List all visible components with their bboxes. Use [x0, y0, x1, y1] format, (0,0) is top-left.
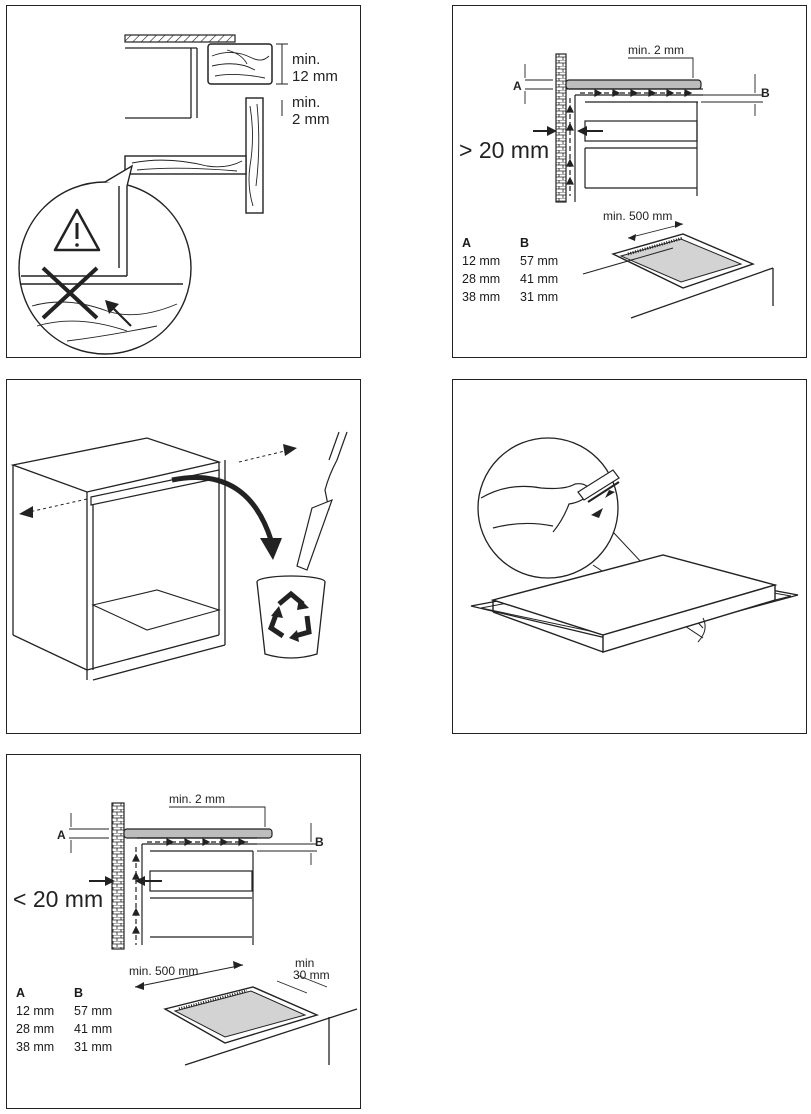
illustration-cabinet [10, 431, 348, 681]
warning-triangle-icon [53, 208, 101, 252]
side-30mm-label: 30 mm [293, 968, 330, 982]
dim-2mm: 2 mm [292, 111, 330, 128]
gap-label: > 20 mm [459, 137, 549, 163]
label-a: A [57, 828, 66, 842]
panel-remove-shelf [6, 379, 361, 734]
gap-arrows [89, 876, 162, 886]
label-b: B [761, 86, 770, 100]
label-b: B [315, 835, 324, 849]
panel-wood-sealing: min. 12 mm min. 2 mm [6, 5, 361, 358]
table-head-a: A [16, 986, 26, 1000]
min-2mm-label: min. 2 mm [169, 792, 225, 806]
illustration-ventilation-small: < 20 mm A B min. 2 mm min. 500 mm min 30… [13, 792, 358, 1066]
panel-seal-strip [452, 379, 807, 734]
cutout-label: min. 500 mm [129, 964, 198, 978]
side-min-label: min [295, 956, 314, 970]
recycle-icon [267, 590, 312, 642]
gap-arrows [533, 126, 603, 136]
cross-icon [41, 266, 99, 320]
panel-ventilation-over-20mm: > 20 mm A B min. 2 mm min. 500 mm A B 12 … [452, 5, 807, 358]
dim-min-bottom: min. [292, 94, 320, 111]
gap-label: < 20 mm [13, 886, 103, 912]
arrow-icon [105, 300, 132, 327]
min-2mm-label: min. 2 mm [628, 43, 684, 57]
label-a: A [513, 79, 522, 93]
dim-12mm: 12 mm [292, 68, 338, 85]
illustration-wood: min. 12 mm min. 2 mm [18, 34, 338, 355]
cutout-label: min. 500 mm [603, 209, 672, 223]
table-head-b: B [74, 986, 84, 1000]
panel-ventilation-under-20mm: < 20 mm A B min. 2 mm min. 500 mm min 30… [6, 754, 361, 1109]
illustration-seal [470, 437, 799, 653]
table-head-a: A [462, 236, 472, 250]
table-head-b: B [520, 236, 530, 250]
illustration-ventilation-large: > 20 mm A B min. 2 mm min. 500 mm [459, 43, 774, 319]
dim-min-top: min. [292, 51, 320, 68]
